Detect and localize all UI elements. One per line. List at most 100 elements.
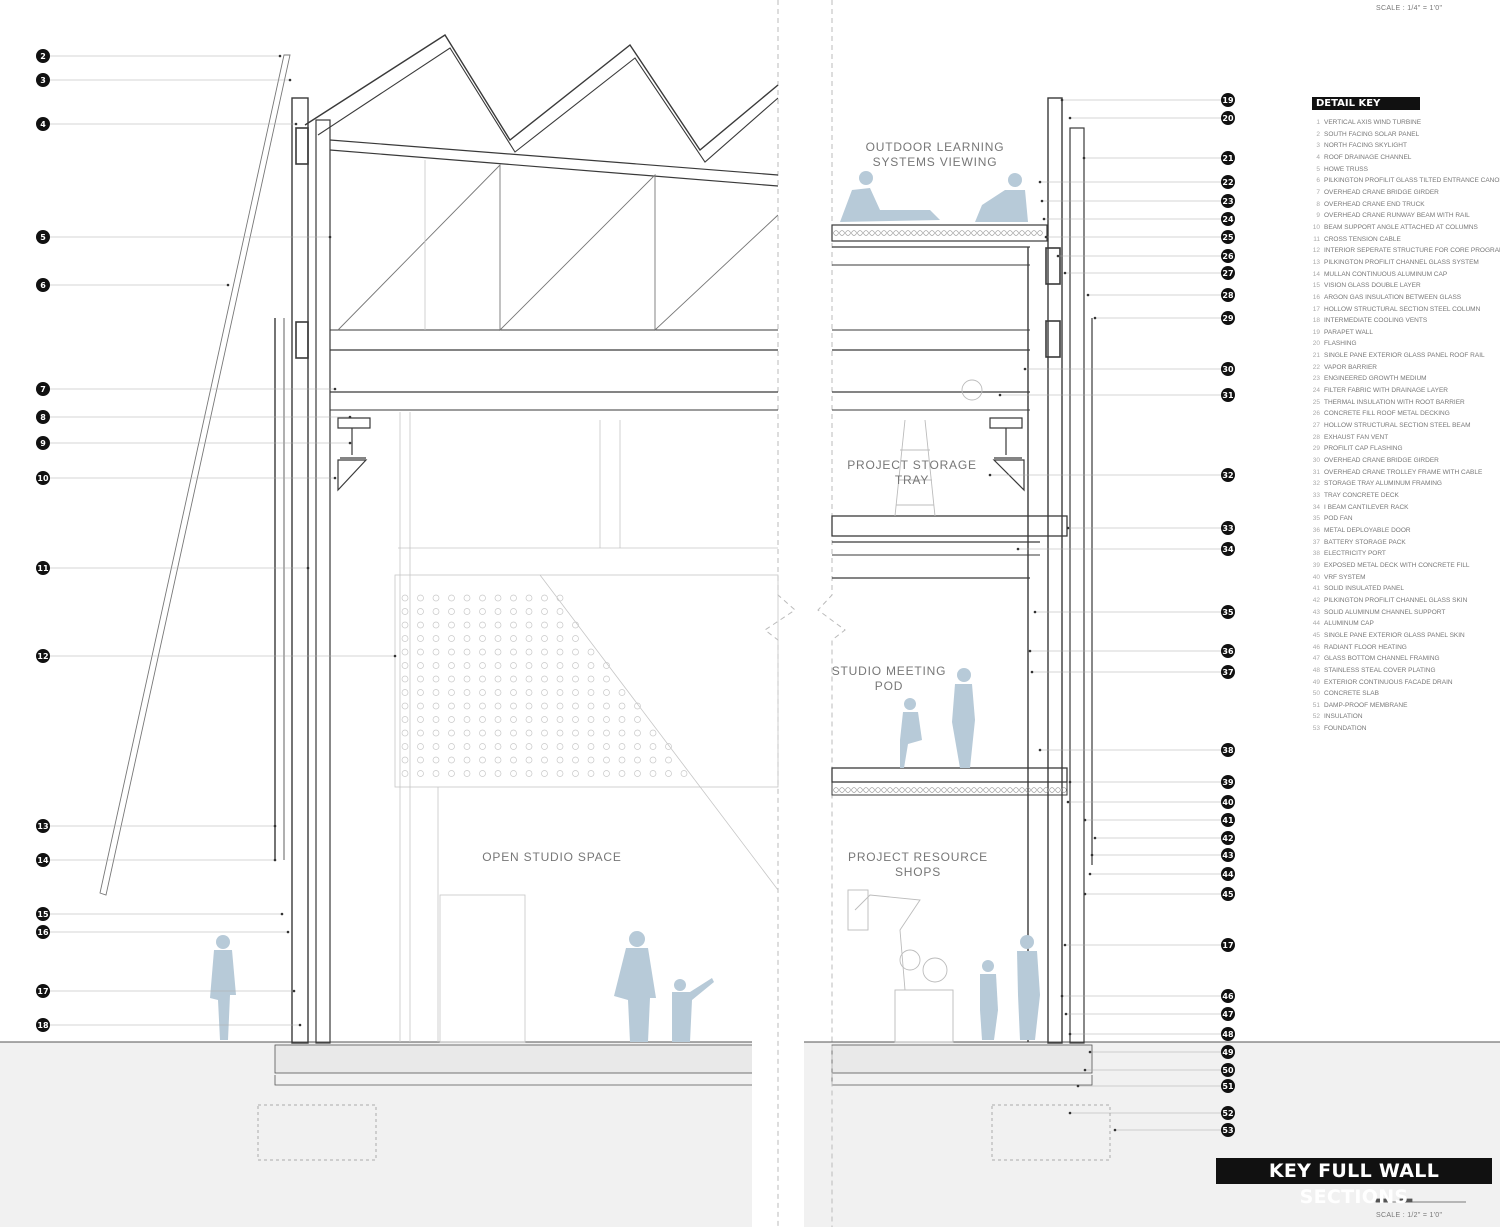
detail-key-number: 50	[1312, 690, 1320, 698]
callout-number: 16	[37, 928, 49, 937]
detail-key-label: PILKINGTON PROFILIT GLASS TILTED ENTRANC…	[1324, 177, 1500, 185]
callout-48: 48	[1068, 1027, 1235, 1041]
callout-badge	[1221, 1045, 1235, 1059]
callout-badge	[1221, 938, 1235, 952]
detail-key-item: 12 INTERIOR SEPERATE STRUCTURE FOR CORE P…	[1306, 245, 1500, 257]
callout-39: 39	[1068, 775, 1235, 789]
detail-key-number: 48	[1312, 666, 1320, 674]
callout-44: 44	[1088, 867, 1235, 881]
callout-31: 31	[998, 388, 1235, 402]
callout-leader-dot	[286, 930, 290, 934]
callout-number: 31	[1222, 391, 1234, 400]
callout-badge	[36, 1018, 50, 1032]
callout-badge	[36, 382, 50, 396]
detail-key-label: SINGLE PANE EXTERIOR GLASS PANEL ROOF RA…	[1324, 352, 1485, 360]
callout-badge	[36, 925, 50, 939]
callout-number: 32	[1222, 471, 1233, 480]
callout-37: 37	[1030, 665, 1235, 679]
callout-number: 25	[1222, 233, 1234, 242]
detail-key-number: 40	[1312, 573, 1320, 581]
detail-key-label: PARAPET WALL	[1324, 328, 1374, 336]
detail-key-number: 10	[1312, 223, 1320, 231]
callout-badge	[1221, 266, 1235, 280]
detail-key-number: 21	[1312, 352, 1320, 360]
callout-number: 42	[1222, 834, 1233, 843]
detail-key-number: 24	[1312, 387, 1320, 395]
detail-key-label: DAMP-PROOF MEMBRANE	[1324, 701, 1408, 709]
callout-number: 26	[1222, 252, 1234, 261]
detail-key-number: 17	[1312, 305, 1320, 313]
detail-key-label: ARGON GAS INSULATION BETWEEN GLASS	[1324, 293, 1462, 301]
callout-badge	[1221, 605, 1235, 619]
detail-key-number: 45	[1312, 631, 1320, 639]
detail-key-number: 44	[1312, 620, 1320, 628]
detail-key-label: PROFILIT CAP FLASHING	[1324, 445, 1403, 453]
callout-number: 17	[1222, 941, 1233, 950]
detail-key-number: 20	[1312, 340, 1320, 348]
callout-21: 21	[1082, 151, 1235, 165]
callout-32: 32	[988, 468, 1235, 482]
callout-24: 24	[1042, 212, 1235, 226]
callout-number: 7	[40, 385, 46, 394]
detail-key-label: INTERMEDIATE COOLING VENTS	[1324, 317, 1428, 325]
detail-key-label: ELECTRICITY PORT	[1324, 550, 1386, 558]
callout-number: 2	[40, 52, 46, 61]
detail-key-label: EXPOSED METAL DECK WITH CONCRETE FILL	[1324, 561, 1470, 569]
callout-number: 43	[1222, 851, 1233, 860]
callout-number: 48	[1222, 1030, 1234, 1039]
callout-number: 49	[1222, 1048, 1234, 1057]
callout-leader-dot	[288, 78, 292, 82]
detail-key-number: 35	[1312, 515, 1320, 523]
detail-key-number: 51	[1312, 701, 1320, 709]
detail-key-number: 53	[1312, 725, 1320, 733]
callout-50: 50	[1083, 1063, 1235, 1077]
detail-key-number: 5	[1316, 165, 1320, 173]
callout-26: 26	[1056, 249, 1235, 263]
callout-11: 11	[36, 561, 310, 575]
callout-27: 27	[1063, 266, 1235, 280]
callout-number: 8	[40, 413, 46, 422]
callout-badge	[1221, 743, 1235, 757]
callout-53: 53	[1113, 1123, 1235, 1137]
detail-key-label: BEAM SUPPORT ANGLE ATTACHED AT COLUMNS	[1324, 223, 1478, 231]
detail-key-number: 7	[1316, 188, 1320, 196]
detail-key-number: 18	[1312, 317, 1320, 325]
callout-45: 45	[1083, 887, 1235, 901]
callout-badge	[1221, 175, 1235, 189]
detail-key-label: STAINLESS STEAL COVER PLATING	[1324, 666, 1436, 674]
callout-number: 4	[40, 120, 46, 129]
callout-badge	[36, 471, 50, 485]
callout-leader-dot	[348, 415, 352, 419]
detail-key-number: 32	[1312, 480, 1320, 488]
detail-key-label: STORAGE TRAY ALUMINUM FRAMING	[1324, 480, 1442, 488]
detail-key-number: 36	[1312, 526, 1320, 534]
callout-badge	[36, 410, 50, 424]
ground	[0, 1040, 1500, 1227]
callout-badge	[1221, 1063, 1235, 1077]
callout-number: 34	[1222, 545, 1234, 554]
callout-leader-dot	[1030, 670, 1034, 674]
callout-number: 24	[1222, 215, 1234, 224]
callout-badge	[1221, 388, 1235, 402]
callout-leader-dot	[292, 989, 296, 993]
callout-number: 35	[1222, 608, 1234, 617]
detail-key-number: 4	[1316, 153, 1320, 161]
detail-key-label: INTERIOR SEPERATE STRUCTURE FOR CORE PRO…	[1324, 247, 1500, 255]
callout-leader-dot	[333, 387, 337, 391]
callout-badge	[1221, 989, 1235, 1003]
detail-key-label: BATTERY STORAGE PACK	[1324, 538, 1406, 546]
detail-key-number: 12	[1312, 247, 1320, 255]
callout-5: 5	[36, 230, 332, 244]
